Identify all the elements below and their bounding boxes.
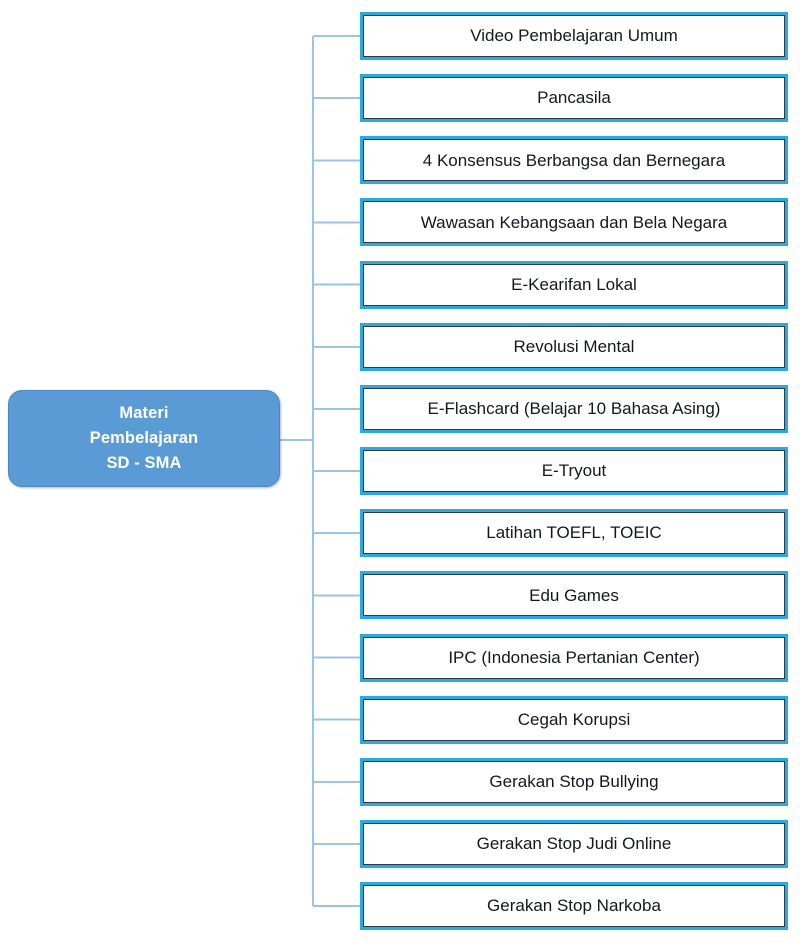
child-node[interactable]: 4 Konsensus Berbangsa dan Bernegara	[360, 136, 788, 185]
child-node[interactable]: Gerakan Stop Narkoba	[360, 882, 788, 931]
child-node-label: Gerakan Stop Judi Online	[476, 834, 672, 854]
child-node[interactable]: E-Flashcard (Belajar 10 Bahasa Asing)	[360, 384, 788, 433]
child-node-label: Wawasan Kebangsaan dan Bela Negara	[420, 212, 728, 232]
child-node-label: E-Kearifan Lokal	[511, 274, 637, 294]
child-node[interactable]: Revolusi Mental	[360, 322, 788, 371]
child-node[interactable]: Video Pembelajaran Umum	[360, 12, 788, 60]
root-node[interactable]: Materi Pembelajaran SD - SMA	[8, 390, 280, 487]
child-node-label: Edu Games	[529, 585, 619, 605]
child-node[interactable]: IPC (Indonesia Pertanian Center)	[360, 633, 788, 682]
child-node-label: Gerakan Stop Bullying	[489, 772, 659, 792]
child-node[interactable]: E-Tryout	[360, 447, 788, 496]
child-node[interactable]: Wawasan Kebangsaan dan Bela Negara	[360, 198, 788, 247]
child-node-label: E-Tryout	[541, 461, 607, 481]
child-node[interactable]: Cegah Korupsi	[360, 695, 788, 744]
child-node-label: IPC (Indonesia Pertanian Center)	[448, 647, 700, 667]
child-node-label: Cegah Korupsi	[517, 709, 631, 729]
child-node-label: Pancasila	[537, 88, 611, 108]
child-node-label: Gerakan Stop Narkoba	[487, 896, 661, 916]
child-node-label: Video Pembelajaran Umum	[470, 26, 678, 46]
child-node-label: E-Flashcard (Belajar 10 Bahasa Asing)	[427, 399, 721, 419]
child-node[interactable]: E-Kearifan Lokal	[360, 260, 788, 309]
child-node-label: Revolusi Mental	[513, 336, 635, 356]
child-node[interactable]: Edu Games	[360, 571, 788, 620]
child-node-label: 4 Konsensus Berbangsa dan Bernegara	[422, 150, 726, 170]
root-node-label: Materi Pembelajaran SD - SMA	[89, 403, 199, 473]
child-node[interactable]: Gerakan Stop Bullying	[360, 757, 788, 806]
child-node[interactable]: Pancasila	[360, 74, 788, 123]
child-node[interactable]: Latihan TOEFL, TOEIC	[360, 509, 788, 558]
child-node-label: Latihan TOEFL, TOEIC	[486, 523, 662, 543]
child-node[interactable]: Gerakan Stop Judi Online	[360, 819, 788, 868]
